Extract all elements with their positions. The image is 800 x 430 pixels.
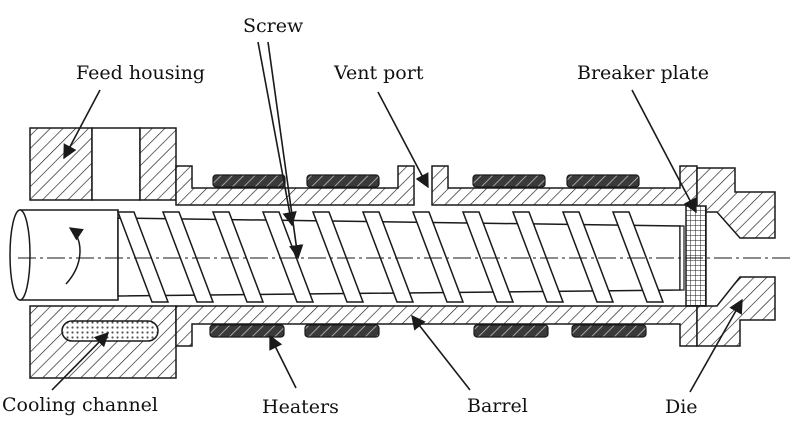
cooling-channel <box>61 320 159 342</box>
vent-port-label: Vent port <box>334 62 424 84</box>
barrel-top-left <box>175 165 415 206</box>
screw-arrow-2 <box>257 41 297 227</box>
cooling-channel-label: Cooling channel <box>2 394 159 416</box>
leader-lines <box>51 41 743 393</box>
vent-port-arrow <box>377 91 429 189</box>
barrel-label: Barrel <box>467 395 528 417</box>
heaters-arrow <box>269 334 297 389</box>
barrel-top-right <box>431 165 698 206</box>
breaker-plate-arrow <box>631 89 697 214</box>
cooling-channel-arrow <box>51 331 110 391</box>
feed-housing <box>29 127 177 201</box>
heaters-top <box>212 174 640 188</box>
screw <box>9 209 685 303</box>
die-top <box>696 167 776 239</box>
barrel-arrow <box>411 314 471 391</box>
heaters-bottom <box>209 324 647 338</box>
heaters-label: Heaters <box>262 396 339 418</box>
screw-label: Screw <box>243 15 304 37</box>
feed-housing-arrow <box>63 89 101 160</box>
breaker-plate-label: Breaker plate <box>577 62 709 84</box>
breaker-plate <box>685 205 707 307</box>
die-label: Die <box>665 396 698 418</box>
feed-housing-label: Feed housing <box>76 62 205 84</box>
feed-housing-lower <box>29 305 177 379</box>
die-arrow <box>689 298 743 393</box>
